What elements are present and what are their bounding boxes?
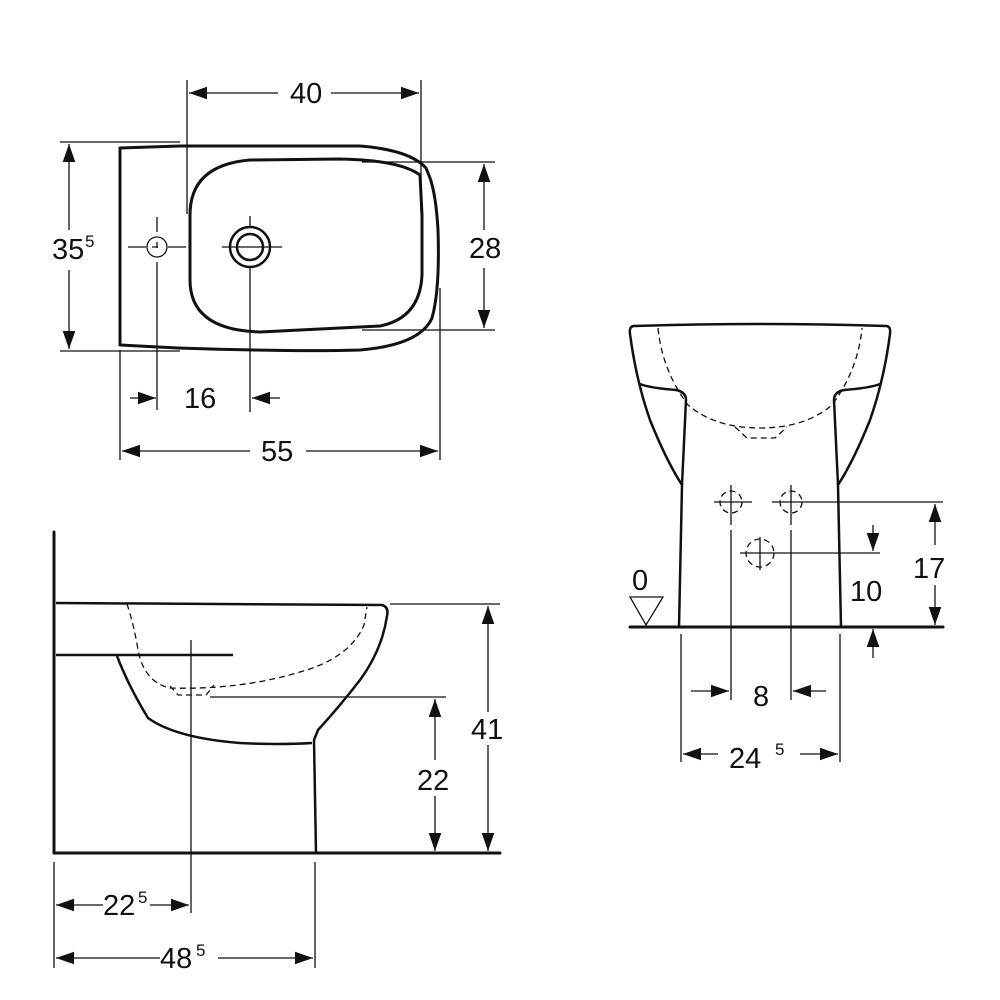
side-view: 41 22 22 5 48 5 — [52, 530, 503, 975]
dim-35-label: 35 — [52, 234, 84, 266]
dim-48-5-sup: 5 — [196, 941, 205, 960]
front-view: 0 17 10 8 24 5 — [628, 322, 945, 775]
floor-level-icon — [628, 596, 665, 627]
dim-24-5-sup: 5 — [775, 740, 784, 759]
dim-22-5-label: 22 — [103, 890, 135, 922]
dim-8-label: 8 — [753, 681, 769, 713]
dim-22-label: 22 — [417, 765, 449, 797]
top-view: 40 35 5 28 16 55 — [52, 78, 501, 468]
dim-17-label: 17 — [913, 553, 945, 585]
dim-22-5-sup: 5 — [138, 888, 147, 907]
top-view-outline — [118, 144, 440, 353]
tap-hole-icon — [146, 236, 168, 258]
dim-55-label: 55 — [261, 436, 293, 468]
dim-10-label: 10 — [850, 576, 882, 608]
dim-28-label: 28 — [469, 233, 501, 265]
floor-level-label: 0 — [632, 565, 648, 597]
top-view-bowl — [188, 157, 424, 334]
dim-24-5-label: 24 — [729, 743, 761, 775]
dim-48-5-label: 48 — [160, 943, 192, 975]
dim-41-label: 41 — [471, 714, 503, 746]
dim-40-label: 40 — [290, 78, 322, 110]
dim-35-sup: 5 — [85, 232, 94, 251]
dim-16-label: 16 — [184, 383, 216, 415]
